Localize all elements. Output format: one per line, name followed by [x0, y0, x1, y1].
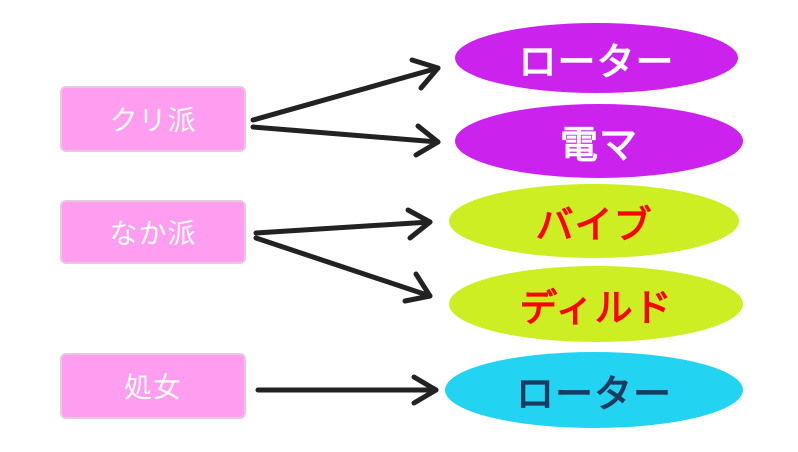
target-label-rotor-1: ローター [518, 39, 675, 84]
category-box-kuri: クリ派 [60, 86, 246, 152]
target-label-denma: 電マ [559, 122, 638, 167]
category-label-naka: なか派 [109, 217, 197, 250]
target-oval-rotor-2: ローター [445, 352, 743, 428]
category-box-shojo: 処女 [60, 353, 246, 419]
target-label-vibe: バイブ [535, 202, 653, 247]
category-label-kuri: クリ派 [109, 104, 197, 137]
target-oval-vibe: バイブ [449, 184, 739, 258]
arrow-kuri-to-rotor [250, 57, 441, 123]
arrow-naka-to-vibe [253, 207, 433, 241]
arrow-naka-to-dildo [253, 235, 433, 304]
target-oval-dildo: ディルド [449, 266, 743, 342]
category-box-naka: なか派 [60, 200, 246, 264]
target-oval-denma: 電マ [455, 104, 743, 178]
target-oval-rotor-1: ローター [455, 23, 738, 93]
category-label-shojo: 処女 [123, 371, 182, 404]
target-label-dildo: ディルド [519, 285, 673, 330]
arrow-kuri-to-denma [250, 123, 441, 158]
target-label-rotor-2: ローター [515, 371, 672, 416]
arrow-shojo-to-rotor [255, 374, 439, 406]
